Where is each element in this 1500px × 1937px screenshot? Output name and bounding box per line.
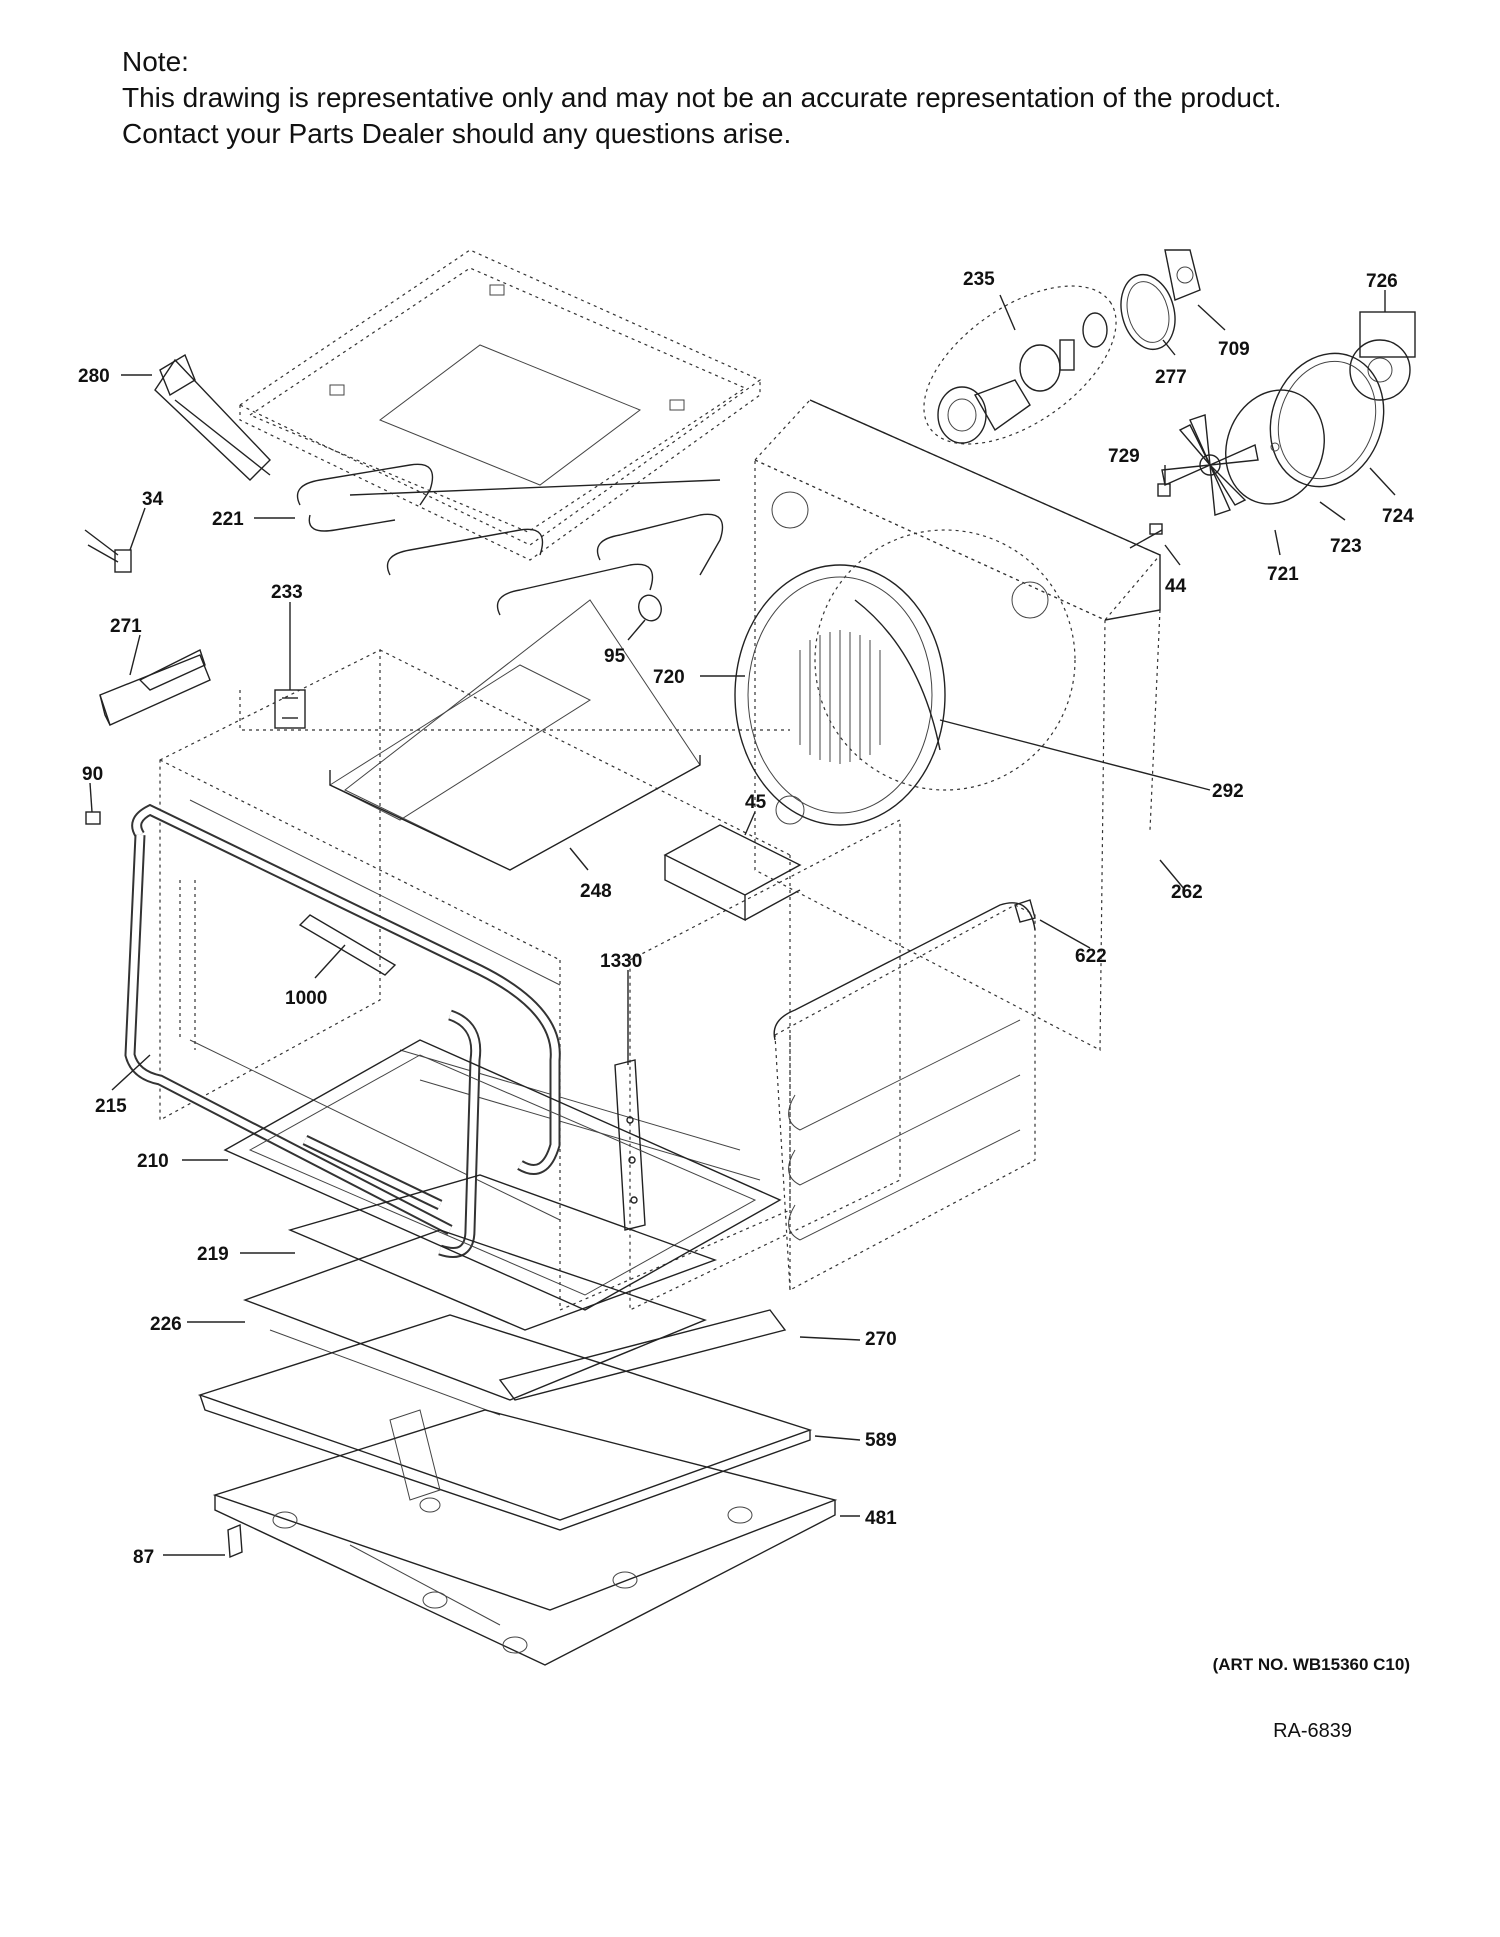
callout-729: 729 — [1108, 446, 1140, 467]
callout-589: 589 — [865, 1430, 897, 1451]
fan-shroud-724-drawing — [1269, 352, 1385, 488]
callout-215: 215 — [95, 1096, 127, 1117]
callout-271: 271 — [110, 616, 142, 637]
nut-90-drawing — [85, 811, 101, 825]
callout-280: 280 — [78, 366, 110, 387]
callout-45: 45 — [745, 792, 767, 813]
art-number: (ART NO. WB15360 C10) — [1212, 1655, 1410, 1674]
callout-277: 277 — [1155, 367, 1187, 388]
callout-90: 90 — [82, 764, 103, 785]
disc-723-drawing — [1225, 389, 1325, 505]
callout-622: 622 — [1075, 946, 1107, 967]
side-panel-drawing — [773, 902, 1036, 1291]
gasket-277-drawing — [1120, 273, 1176, 351]
callout-1330: 1330 — [600, 951, 642, 972]
strip-1000-drawing — [298, 914, 397, 976]
callout-270: 270 — [865, 1329, 897, 1350]
bracket-271-drawing — [99, 649, 211, 726]
motor-726-drawing — [1349, 311, 1416, 401]
strip-270-drawing — [498, 1309, 787, 1401]
clip-622-drawing — [1014, 899, 1036, 923]
note-line-2: Contact your Parts Dealer should any que… — [122, 118, 792, 149]
leader-lines — [89, 290, 1396, 1556]
plate-709-drawing — [1164, 249, 1201, 301]
callout-248: 248 — [580, 881, 612, 902]
broil-element-drawing — [296, 463, 724, 616]
panel-226-drawing — [242, 1229, 707, 1416]
note-line-1: This drawing is representative only and … — [122, 82, 1282, 113]
callout-720: 720 — [653, 667, 685, 688]
light-assembly-235-drawing — [923, 285, 1117, 445]
callout-95: 95 — [604, 646, 626, 667]
callout-726: 726 — [1366, 271, 1398, 292]
part-233-drawing — [274, 689, 306, 729]
callout-723: 723 — [1330, 536, 1362, 557]
callout-709: 709 — [1218, 339, 1250, 360]
rear-panel-262-drawing — [754, 399, 1161, 1051]
heat-shield-248-drawing — [328, 599, 701, 871]
base-481-drawing — [212, 1409, 838, 1666]
callout-233: 233 — [271, 582, 303, 603]
callout-219: 219 — [197, 1244, 229, 1265]
oven-cavity-drawing — [159, 649, 901, 1311]
clip-87-drawing — [227, 1523, 243, 1559]
panel-589-drawing — [197, 1314, 813, 1531]
panel-219-drawing — [287, 1174, 718, 1331]
callout-221: 221 — [212, 509, 244, 530]
frame-210-drawing — [223, 1039, 782, 1311]
callout-34: 34 — [142, 489, 164, 510]
fan-cover-720-drawing — [734, 564, 946, 826]
callout-1000: 1000 — [285, 988, 327, 1009]
part-44-drawing — [1129, 523, 1163, 549]
note-heading: Note: — [122, 46, 189, 77]
disclaimer-note: Note: This drawing is representative onl… — [122, 44, 1282, 152]
callout-262: 262 — [1171, 882, 1203, 903]
part-729-drawing — [1157, 483, 1171, 497]
top-panel-drawing — [238, 249, 762, 561]
drawing-code: RA-6839 — [1273, 1720, 1352, 1742]
callout-44: 44 — [1165, 576, 1187, 597]
gasket-95-drawing — [638, 594, 662, 622]
callout-235: 235 — [963, 269, 995, 290]
sensor-34-drawing — [84, 529, 132, 573]
callout-labels: 235 709 277 726 280 729 724 34 221 723 4… — [78, 269, 1414, 1568]
bracket-280-drawing — [154, 353, 271, 481]
fan-blade-721-drawing — [1161, 414, 1259, 516]
callout-226: 226 — [150, 1314, 182, 1335]
duct-45-drawing — [663, 824, 802, 922]
callout-721: 721 — [1267, 564, 1299, 585]
callout-292: 292 — [1212, 781, 1244, 802]
callout-87: 87 — [133, 1547, 154, 1568]
callout-210: 210 — [137, 1151, 169, 1172]
callout-481: 481 — [865, 1508, 897, 1529]
callout-724: 724 — [1382, 506, 1414, 527]
